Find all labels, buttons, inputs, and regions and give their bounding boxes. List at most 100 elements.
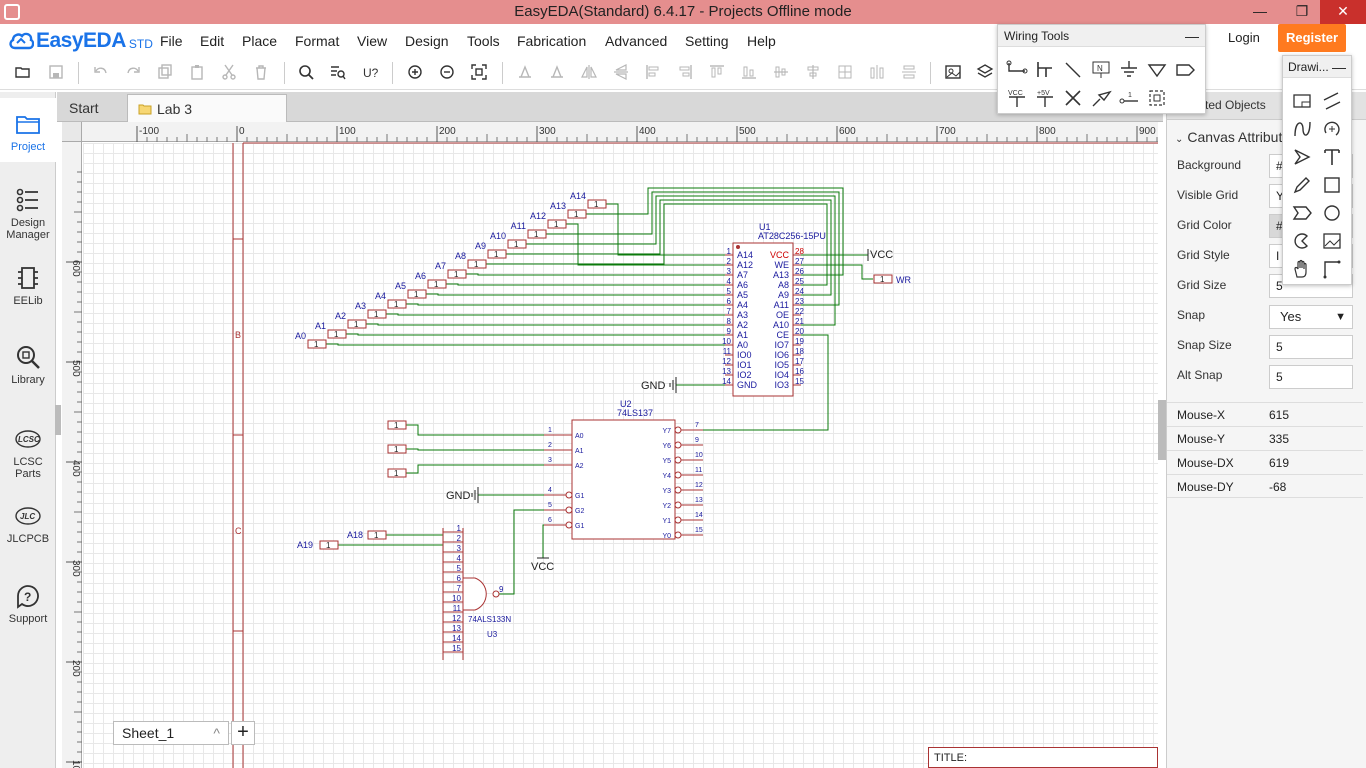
bus-icon[interactable] [1032,57,1058,83]
tab-start[interactable]: Start [69,100,99,116]
image-icon[interactable] [942,61,964,83]
wire[interactable] [542,524,544,558]
bus-entry-icon[interactable] [1060,57,1086,83]
cut-icon[interactable] [218,61,240,83]
net-label-icon[interactable]: N [1088,57,1114,83]
menu-fabrication[interactable]: Fabrication [517,33,587,49]
group-icon[interactable] [1144,85,1170,111]
wire[interactable] [366,323,725,326]
wire[interactable] [406,424,544,436]
net-flag-icon[interactable] [1172,57,1198,83]
net-port[interactable] [567,209,587,219]
wire[interactable] [586,187,844,276]
drawing-tools-header[interactable]: Drawi...— [1283,56,1351,78]
flip-vertical-icon[interactable] [610,61,632,83]
delete-icon[interactable] [250,61,272,83]
sidebar-item-lcsc-parts[interactable]: LCSC LCSC Parts [0,425,56,480]
wire[interactable] [466,273,725,276]
menu-setting[interactable]: Setting [685,33,729,49]
net-port[interactable] [447,269,467,279]
wire[interactable] [346,333,725,336]
sheet-tab[interactable]: Sheet_1^ [113,721,229,745]
u1-body[interactable] [732,242,794,397]
menu-design[interactable]: Design [405,33,449,49]
net-port[interactable] [319,540,339,550]
sidebar-collapse-handle[interactable] [55,405,61,435]
align-center-v-icon[interactable] [802,61,824,83]
menu-edit[interactable]: Edit [200,33,225,49]
wire[interactable] [801,264,873,280]
net-port[interactable] [387,299,407,309]
pin-icon[interactable]: 1 [1116,85,1142,111]
register-button[interactable]: Register [1278,24,1346,52]
sidebar-item-design-manager[interactable]: Design Manager [0,186,56,241]
net-port[interactable] [527,229,547,239]
wire[interactable] [499,509,544,595]
vcc-icon[interactable]: VCC [1004,85,1030,111]
wire[interactable] [426,293,725,296]
sidebar-item-eelib[interactable]: EELib [0,264,56,307]
fit-view-icon[interactable] [468,61,490,83]
bezier-icon[interactable] [1289,116,1315,142]
wire[interactable] [486,203,828,286]
net-port-icon[interactable] [1144,57,1170,83]
menu-advanced[interactable]: Advanced [605,33,668,49]
minimize-button[interactable]: — [1253,3,1267,19]
zoom-out-icon[interactable] [436,61,458,83]
align-grid-icon[interactable] [834,61,856,83]
tab-selected-objects[interactable]: ted Objects [1205,98,1266,112]
redo-icon[interactable] [122,61,144,83]
net-port[interactable] [467,259,487,269]
find-similar-icon[interactable] [327,61,349,83]
close-button[interactable]: ✕ [1320,0,1366,24]
plus5v-icon[interactable]: +5V [1032,85,1058,111]
probe-icon[interactable] [1088,85,1114,111]
text-icon[interactable] [1319,144,1345,170]
sidebar-item-jlcpcb[interactable]: JLC JLCPCB [0,502,56,545]
wire[interactable] [406,448,544,451]
polygon-icon[interactable] [1289,200,1315,226]
rotate-icon[interactable] [514,61,536,83]
zoom-in-icon[interactable] [404,61,426,83]
tab-lab-3[interactable]: Lab 3 [127,94,287,122]
right-panel-collapse-handle[interactable] [1158,400,1166,460]
image-icon[interactable] [1319,228,1345,254]
align-top-icon[interactable] [706,61,728,83]
wire[interactable] [606,203,725,256]
wire[interactable] [506,199,832,296]
paste-icon[interactable] [186,61,208,83]
menu-help[interactable]: Help [747,33,776,49]
net-port[interactable] [387,420,407,430]
net-port[interactable] [547,219,567,229]
wire[interactable] [446,283,725,286]
menu-format[interactable]: Format [295,33,340,49]
add-sheet-button[interactable]: + [231,721,255,745]
ground-icon[interactable] [1116,57,1142,83]
distribute-h-icon[interactable] [866,61,888,83]
wire[interactable] [526,195,836,326]
sidebar-item-library[interactable]: Library [0,343,56,386]
wire-icon[interactable] [1004,57,1030,83]
net-port[interactable] [427,279,447,289]
align-left-icon[interactable] [642,61,664,83]
net-port[interactable] [327,329,347,339]
net-port[interactable] [407,289,427,299]
login-link[interactable]: Login [1228,30,1260,45]
undo-icon[interactable] [90,61,112,83]
net-port[interactable] [367,530,387,540]
wire[interactable] [703,334,829,431]
alt-snap-input[interactable]: 5 [1269,365,1353,389]
annotate-icon[interactable]: U? [359,61,381,83]
distribute-v-icon[interactable] [898,61,920,83]
search-icon[interactable] [295,61,317,83]
wire[interactable] [386,313,725,316]
minimize-palette-icon[interactable]: — [1332,59,1346,75]
copy-icon[interactable] [154,61,176,83]
net-port[interactable] [307,339,327,349]
layers-icon[interactable] [974,61,996,83]
net-port[interactable] [487,249,507,259]
rectangle-icon[interactable] [1319,172,1345,198]
align-right-icon[interactable] [674,61,696,83]
flip-horizontal-icon[interactable] [578,61,600,83]
